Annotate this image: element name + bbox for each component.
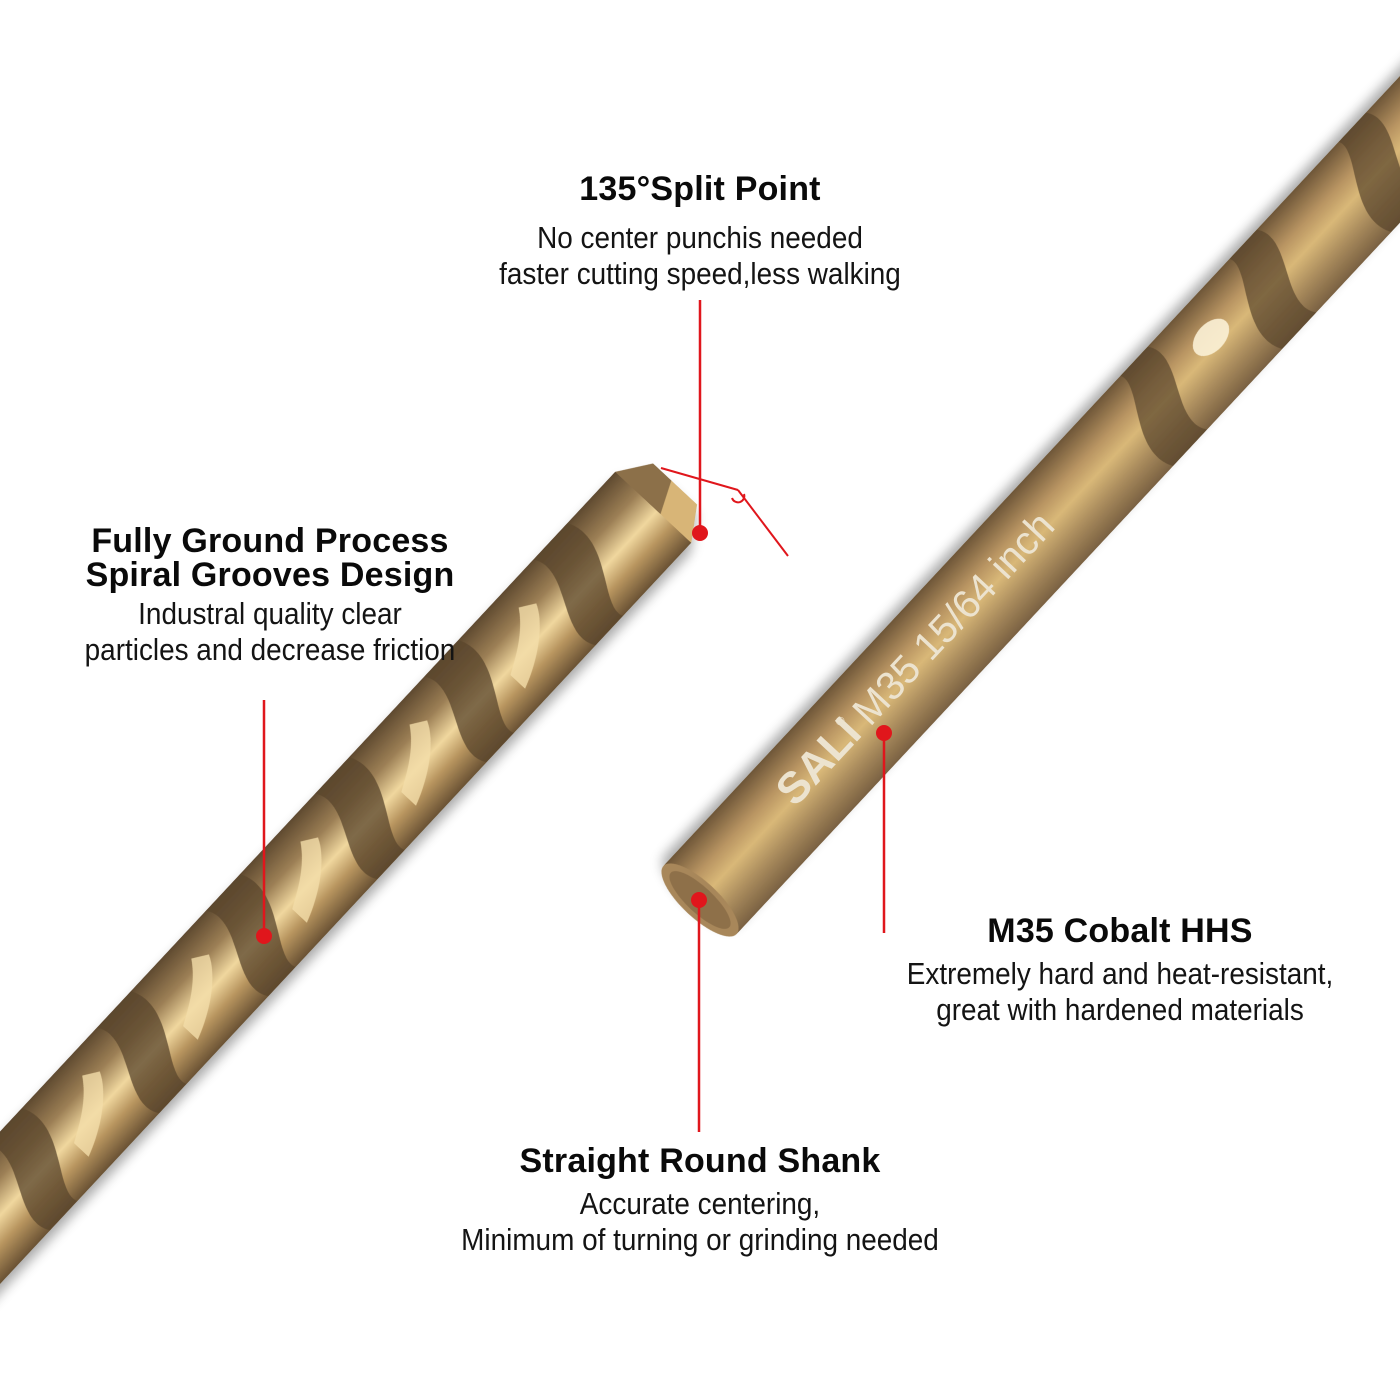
callout-split-point: 135°Split Point No center punchis needed… bbox=[440, 172, 960, 292]
callout-desc-line: Industral quality clear bbox=[138, 596, 402, 631]
callout-title: M35 Cobalt HHS bbox=[987, 912, 1253, 950]
callout-fully-ground: Fully Ground Process Spiral Grooves Desi… bbox=[40, 524, 500, 668]
callout-desc-line: Extremely hard and heat-resistant, bbox=[906, 956, 1334, 991]
callout-title: 135°Split Point bbox=[579, 170, 821, 208]
shank-drill-bit bbox=[661, 61, 1400, 937]
callout-dot-split-point bbox=[692, 525, 708, 541]
callout-leaders bbox=[262, 300, 886, 1132]
callout-desc-line: No center punchis needed bbox=[537, 220, 863, 255]
fluted-drill-bit bbox=[0, 463, 697, 1400]
callout-dot-shank bbox=[691, 892, 707, 908]
callout-title: Straight Round Shank bbox=[519, 1142, 881, 1180]
callout-title: Spiral Grooves Design bbox=[85, 556, 455, 594]
shank-engraving: SALI ® M35 15/64 inch bbox=[766, 504, 1063, 815]
callout-dot-fully-ground bbox=[256, 928, 272, 944]
callout-cobalt: M35 Cobalt HHS Extremely hard and heat-r… bbox=[870, 914, 1370, 1028]
callout-shank: Straight Round Shank Accurate centering,… bbox=[420, 1144, 980, 1258]
callout-desc-line: particles and decrease friction bbox=[84, 632, 456, 667]
callout-dot-cobalt bbox=[876, 725, 892, 741]
callout-desc-line: faster cutting speed,less walking bbox=[499, 256, 901, 291]
callout-desc-line: great with hardened materials bbox=[936, 992, 1304, 1027]
callout-desc-line: Accurate centering, bbox=[579, 1186, 821, 1221]
callout-desc-line: Minimum of turning or grinding needed bbox=[461, 1222, 939, 1257]
callout-title: Fully Ground Process bbox=[91, 522, 449, 560]
